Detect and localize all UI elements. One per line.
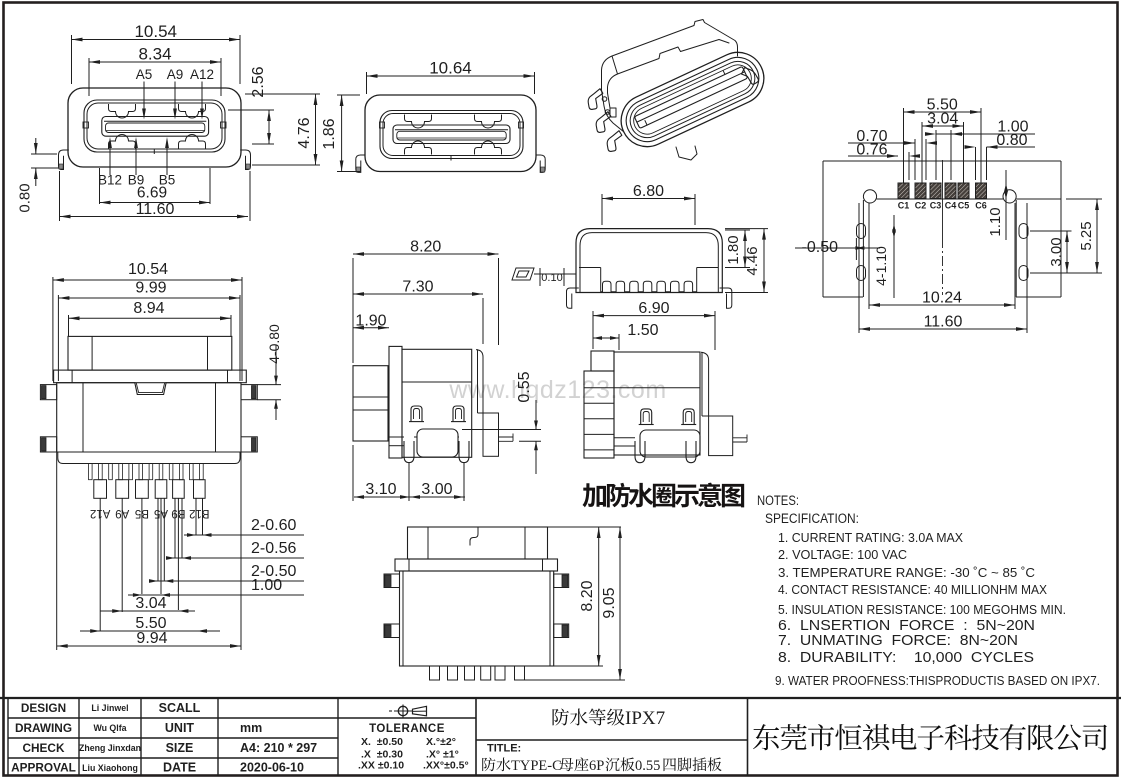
svg-text:10.54: 10.54 [128, 261, 168, 278]
svg-text:0.80: 0.80 [996, 132, 1027, 149]
svg-text:10.54: 10.54 [134, 22, 177, 41]
svg-text:B12: B12 [98, 173, 122, 188]
svg-text:www.hqdz123.com: www.hqdz123.com [448, 376, 666, 404]
svg-text:6.90: 6.90 [638, 300, 669, 317]
svg-text:0.80: 0.80 [17, 183, 34, 212]
svg-text:2. VOLTAGE: 100 VAC: 2. VOLTAGE: 100 VAC [778, 547, 907, 562]
svg-text:C1: C1 [898, 201, 910, 211]
svg-text:mm: mm [240, 721, 262, 735]
svg-text:1. CURRENT RATING: 3.0A MAX: 1. CURRENT RATING: 3.0A MAX [778, 530, 963, 545]
svg-text:DESIGN: DESIGN [21, 701, 66, 715]
svg-text:X.°±2°: X.°±2° [426, 736, 456, 748]
svg-text:B9: B9 [128, 173, 145, 188]
svg-text:8.34: 8.34 [138, 45, 171, 64]
svg-text:3.00: 3.00 [1048, 237, 1065, 266]
svg-text:2.56: 2.56 [250, 66, 267, 97]
svg-text:3.04: 3.04 [135, 595, 166, 612]
svg-text:5.50: 5.50 [135, 615, 166, 632]
svg-text:C5: C5 [958, 201, 970, 211]
svg-text:TOLERANCE: TOLERANCE [369, 723, 445, 735]
svg-text:5.50: 5.50 [927, 97, 958, 114]
svg-text:NOTES:: NOTES: [757, 493, 799, 508]
svg-text:Wu Qlfa: Wu Qlfa [93, 723, 126, 733]
svg-text:1.00: 1.00 [997, 119, 1028, 136]
svg-text:1.00: 1.00 [251, 577, 282, 594]
svg-text:9.94: 9.94 [136, 630, 167, 647]
svg-text:10.64: 10.64 [429, 59, 472, 78]
svg-text:1.10: 1.10 [987, 207, 1004, 236]
svg-text:A9: A9 [167, 67, 184, 82]
svg-text:7. UNMATING FORCE: 8N~20N: 7. UNMATING FORCE: 8N~20N [778, 633, 1018, 649]
svg-text:3.00: 3.00 [421, 481, 452, 498]
svg-text:4.46: 4.46 [744, 246, 761, 275]
svg-text:9.05: 9.05 [601, 587, 618, 618]
svg-text:UNIT: UNIT [165, 721, 195, 735]
svg-text:0.70: 0.70 [856, 128, 887, 145]
svg-text:B5: B5 [159, 173, 176, 188]
svg-text:A5: A5 [136, 67, 153, 82]
svg-text:4-0.80: 4-0.80 [266, 324, 282, 364]
svg-text:Liu Xiaohong: Liu Xiaohong [82, 763, 138, 773]
svg-text:6.69: 6.69 [137, 185, 167, 202]
svg-text:3. TEMPERATURE RANGE: -30 ˚C ~: 3. TEMPERATURE RANGE: -30 ˚C ~ 85 ˚C [778, 565, 1035, 580]
svg-text:5.25: 5.25 [1078, 221, 1095, 250]
svg-text:4. CONTACT RESISTANCE: 40 MILL: 4. CONTACT RESISTANCE: 40 MILLIONHM MAX [778, 582, 1047, 597]
svg-text:SPECIFICATION:: SPECIFICATION: [765, 511, 859, 526]
svg-text:11.60: 11.60 [136, 201, 175, 218]
svg-text:.X ±0.30: .X ±0.30 [361, 749, 403, 761]
svg-text:9. WATER PROOFNESS:THISPRODUCT: 9. WATER PROOFNESS:THISPRODUCTIS BASED O… [775, 673, 1100, 688]
svg-text:10.24: 10.24 [922, 290, 962, 307]
svg-text:SCALL: SCALL [159, 701, 201, 715]
svg-text:1.86: 1.86 [321, 118, 338, 149]
svg-text:C2: C2 [915, 201, 927, 211]
svg-text:2-0.56: 2-0.56 [251, 540, 296, 557]
svg-text:.XX ±0.10: .XX ±0.10 [358, 760, 404, 772]
svg-text:2-0.50: 2-0.50 [251, 563, 296, 580]
svg-text:C6: C6 [975, 201, 987, 211]
svg-text:SIZE: SIZE [166, 741, 194, 755]
svg-text:1.50: 1.50 [627, 322, 658, 339]
svg-text:1.80: 1.80 [725, 235, 742, 264]
svg-text:0.55: 0.55 [635, 758, 660, 774]
svg-text:3.10: 3.10 [365, 481, 396, 498]
svg-text:.XX°±0.5°: .XX°±0.5° [423, 760, 469, 772]
svg-text:DRAWING: DRAWING [15, 721, 72, 735]
svg-text:A12: A12 [190, 67, 214, 82]
svg-text:0.55: 0.55 [516, 371, 533, 402]
svg-text:3.04: 3.04 [927, 111, 958, 128]
svg-text:2020-06-10: 2020-06-10 [240, 761, 304, 775]
svg-text:8.20: 8.20 [579, 580, 596, 611]
svg-text:APPROVAL: APPROVAL [11, 761, 76, 775]
svg-text:C3: C3 [930, 201, 942, 211]
svg-text:8.20: 8.20 [410, 239, 441, 256]
svg-text:Li Jinwel: Li Jinwel [91, 703, 128, 713]
svg-text:4.76: 4.76 [296, 117, 313, 148]
svg-text:IPX7: IPX7 [625, 708, 665, 729]
svg-text:11.60: 11.60 [924, 314, 963, 331]
svg-text:Zheng Jinxdan: Zheng Jinxdan [79, 743, 141, 753]
svg-text:TYPE-C: TYPE-C [511, 758, 562, 774]
svg-text:B12: B12 [189, 507, 209, 519]
svg-text:8. DURABILITY: 10,000 CYC: 8. DURABILITY: 10,000 CYCLES [778, 650, 1034, 666]
svg-text:CHECK: CHECK [23, 741, 65, 755]
svg-text:9.99: 9.99 [135, 280, 166, 297]
svg-text:.X° ±1°: .X° ±1° [426, 749, 459, 761]
svg-text:0.76: 0.76 [856, 142, 887, 159]
svg-text:2-0.60: 2-0.60 [251, 517, 296, 534]
svg-text:8.94: 8.94 [133, 300, 164, 317]
svg-text:4-1.10: 4-1.10 [873, 246, 889, 286]
svg-text:6P: 6P [589, 758, 604, 774]
svg-text:DATE: DATE [163, 761, 196, 775]
svg-text:6. LNSERTION FORCE : 5N~20: 6. LNSERTION FORCE : 5N~20N [778, 618, 1035, 634]
svg-text:TITLE:: TITLE: [487, 743, 521, 755]
svg-text:C4: C4 [945, 201, 957, 211]
svg-text:6.80: 6.80 [633, 183, 664, 200]
svg-text:A4: 210 * 297: A4: 210 * 297 [240, 741, 317, 755]
svg-text:0.10: 0.10 [541, 272, 562, 284]
svg-text:5. INSULATION RESISTANCE: 100: 5. INSULATION RESISTANCE: 100 MEGOHMS MI… [778, 602, 1066, 617]
svg-text:1.90: 1.90 [355, 313, 386, 330]
svg-text:7.30: 7.30 [402, 279, 433, 296]
svg-text:X. ±0.50: X. ±0.50 [361, 736, 403, 748]
